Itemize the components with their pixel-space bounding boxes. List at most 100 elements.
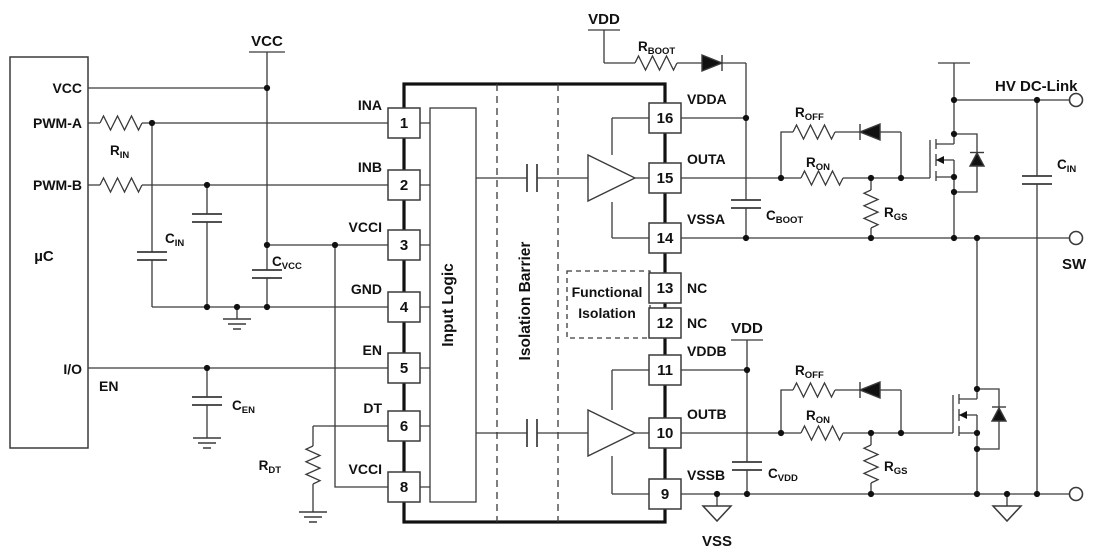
resistor-rgs-a <box>862 189 880 229</box>
rdt-label: RDT <box>259 458 282 476</box>
functional-isolation-box <box>566 270 651 339</box>
cin-left-label: CIN <box>165 231 184 249</box>
power-gnd-terminal <box>1068 486 1084 502</box>
pin-name-gnd: GND <box>351 281 382 297</box>
input-logic-box <box>429 107 477 503</box>
ic-internal-stubs <box>420 117 649 495</box>
capacitor-cin-b <box>192 213 222 223</box>
pin-name-outb: OUTB <box>687 406 727 422</box>
pin-number-4: 4 <box>400 299 409 316</box>
bootstrap-diode <box>701 53 724 73</box>
pin-name-inb: INB <box>358 159 382 175</box>
resistor-ron-a <box>800 169 844 187</box>
coupling-capacitor-a <box>526 164 538 192</box>
resistor-rin-b <box>99 176 143 194</box>
pin-name-vcci-8: VCCI <box>349 461 382 477</box>
pin-box-10 <box>648 417 682 449</box>
pin-number-8: 8 <box>400 479 408 496</box>
pin-name-vdda: VDDA <box>687 91 727 107</box>
vcc-supply-label: VCC <box>251 33 283 50</box>
resistor-symbols <box>99 54 880 485</box>
pin-number-16: 16 <box>657 110 674 127</box>
ground-cen <box>193 437 221 449</box>
resistor-rin-a <box>99 114 143 132</box>
pin-name-outa: OUTA <box>687 151 726 167</box>
diode-symbols <box>701 53 1008 422</box>
ron-b-label: RON <box>806 408 830 426</box>
ground-symbols <box>193 318 1023 523</box>
capacitor-cvcc <box>252 269 282 279</box>
cboot-label: CBOOT <box>766 208 803 226</box>
pin-name-vddb: VDDB <box>687 343 727 359</box>
hv-dc-link-label: HV DC-Link <box>995 78 1078 95</box>
pin-name-ina: INA <box>358 97 382 113</box>
mcu-pin-pwmb: PWM-B <box>33 177 82 193</box>
mosfet-b-arrow <box>959 411 967 419</box>
ground-gnd-bus <box>223 318 251 330</box>
ic-right-pin-boxes <box>648 102 682 510</box>
driver-buffers <box>587 153 637 458</box>
roff-b-label: ROFF <box>795 363 824 381</box>
mcu-label: µC <box>34 248 54 265</box>
capacitor-cvdd <box>732 461 762 471</box>
pin-name-vcci-3: VCCI <box>349 219 382 235</box>
cvdd-label: CVDD <box>768 466 798 484</box>
sw-terminal <box>1068 230 1084 246</box>
pin-number-5: 5 <box>400 360 408 377</box>
rgs-a-label: RGS <box>884 205 907 223</box>
coupling-wires <box>476 177 588 434</box>
rin-label: RIN <box>110 143 129 161</box>
pin-box-12 <box>648 307 682 339</box>
pin-box-16 <box>648 102 682 134</box>
pin-name-nc-12: NC <box>687 315 707 331</box>
ground-rdt <box>299 511 327 523</box>
vss-supply-label: VSS <box>702 533 732 550</box>
pin-box-13 <box>648 272 682 304</box>
roff-diode-a <box>858 122 881 142</box>
pin-name-nc-13: NC <box>687 280 707 296</box>
pin-number-13: 13 <box>657 280 674 297</box>
pin-number-1: 1 <box>400 115 408 132</box>
roff-diode-b <box>858 380 881 400</box>
ground-vss <box>701 505 733 523</box>
pin-number-11: 11 <box>657 362 673 379</box>
functional-isolation-label-2: Isolation <box>578 305 636 321</box>
pin-box-3 <box>387 229 421 261</box>
buffer-a <box>587 153 637 203</box>
pin-box-6 <box>387 410 421 442</box>
pin-number-2: 2 <box>400 177 408 194</box>
functional-isolation-label-1: Functional <box>572 284 643 300</box>
pin-number-15: 15 <box>657 170 674 187</box>
capacitor-cin-right <box>1022 175 1052 185</box>
pin-number-12: 12 <box>657 315 674 332</box>
roff-a-label: ROFF <box>795 105 824 123</box>
output-terminals <box>1068 92 1084 502</box>
sw-label: SW <box>1062 256 1087 273</box>
pin-name-dt: DT <box>363 400 382 416</box>
pin-number-14: 14 <box>657 230 674 247</box>
body-diode-b <box>990 406 1008 422</box>
component-labels: RIN CIN CVCC CEN RDT RBOOT CBOOT CVDD CI… <box>110 39 1076 484</box>
supply-labels: VCC VDD VDD VSS HV DC-Link SW <box>251 11 1087 550</box>
ic-left-pin-boxes <box>387 107 421 503</box>
pin-box-4 <box>387 291 421 323</box>
rboot-label: RBOOT <box>638 39 675 57</box>
pin-box-2 <box>387 169 421 201</box>
resistor-roff-b <box>792 381 836 399</box>
pin-number-9: 9 <box>661 486 669 503</box>
ron-a-label: RON <box>806 155 830 173</box>
pin-box-14 <box>648 222 682 254</box>
vdd-top-supply-label: VDD <box>588 11 620 28</box>
resistor-roff-a <box>792 123 836 141</box>
capacitor-cen <box>192 396 222 406</box>
cin-right-label: CIN <box>1057 157 1076 175</box>
pin-number-3: 3 <box>400 237 408 254</box>
mcu-pin-io: I/O <box>63 361 82 377</box>
vdd-bottom-supply-label: VDD <box>731 320 763 337</box>
rgs-b-label: RGS <box>884 459 907 477</box>
resistor-rdt <box>304 445 322 485</box>
resistor-rgs-b <box>862 444 880 484</box>
pin-number-6: 6 <box>400 418 408 435</box>
coupling-capacitor-b <box>526 419 538 447</box>
input-logic-label: Input Logic <box>440 263 457 347</box>
